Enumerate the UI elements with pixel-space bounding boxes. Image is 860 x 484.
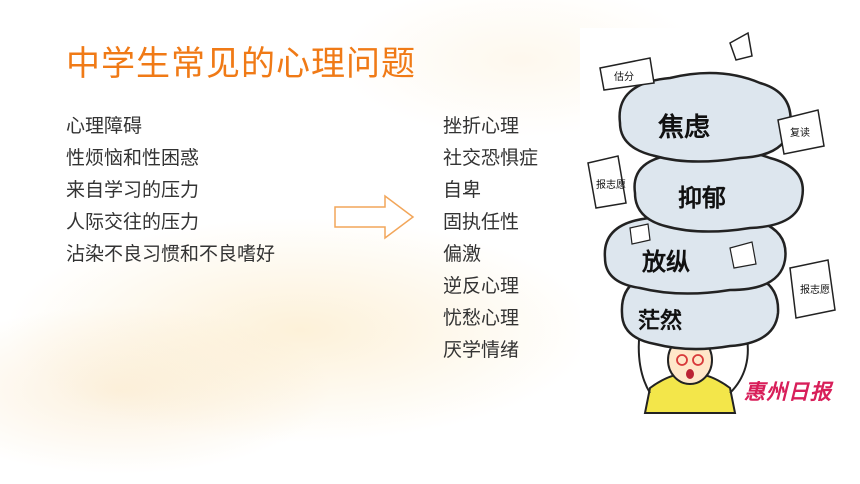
list-item: 忧愁心理 bbox=[443, 307, 520, 329]
problem-list: 心理障碍 性烦恼和性困惑 来自学习的压力 人际交往的压力 沾染不良习惯和不良嗜好 bbox=[66, 110, 275, 270]
paper-slip: 估分 bbox=[599, 57, 655, 91]
paper-slip: 报志愿 bbox=[587, 155, 627, 209]
list-item: 社交恐惧症 bbox=[443, 147, 539, 169]
list-item: 沾染不良习惯和不良嗜好 bbox=[66, 243, 276, 265]
list-item: 自卑 bbox=[443, 179, 482, 201]
svg-text:复读: 复读 bbox=[790, 126, 810, 139]
paper-slip: 复读 bbox=[777, 109, 825, 155]
rock-label: 放纵 bbox=[641, 248, 690, 276]
rock-label: 茫然 bbox=[638, 308, 682, 334]
list-item: 来自学习的压力 bbox=[66, 179, 200, 201]
rock-label: 焦虑 bbox=[658, 112, 710, 143]
symptom-list: 挫折心理 社交恐惧症 自卑 固执任性 偏激 逆反心理 忧愁心理 厌学情绪 bbox=[443, 110, 538, 366]
rock-label: 抑郁 bbox=[678, 184, 726, 212]
svg-text:报志愿: 报志愿 bbox=[596, 178, 626, 191]
rock-1: 焦虑 bbox=[618, 71, 792, 163]
list-item: 性烦恼和性困惑 bbox=[66, 147, 200, 169]
slide-title: 中学生常见的心理问题 bbox=[66, 44, 416, 84]
list-item: 人际交往的压力 bbox=[66, 211, 200, 233]
list-item: 挫折心理 bbox=[443, 115, 520, 137]
newspaper-logo: 惠州日报 bbox=[744, 379, 832, 404]
paper-slip: 报志愿 bbox=[789, 259, 836, 319]
list-item: 固执任性 bbox=[443, 211, 520, 233]
list-item: 心理障碍 bbox=[66, 115, 143, 137]
svg-text:估分: 估分 bbox=[614, 70, 634, 83]
stacked-rocks-illustration: 茫然 放纵 抑郁 焦虑 估分 复读 报志愿 报志愿 bbox=[580, 28, 842, 418]
rock-2: 抑郁 bbox=[633, 148, 805, 233]
list-item: 偏激 bbox=[443, 243, 482, 265]
list-item: 逆反心理 bbox=[443, 275, 520, 297]
svg-text:报志愿: 报志愿 bbox=[800, 283, 830, 296]
arrow-right-icon bbox=[334, 194, 415, 240]
list-item: 厌学情绪 bbox=[443, 339, 520, 361]
